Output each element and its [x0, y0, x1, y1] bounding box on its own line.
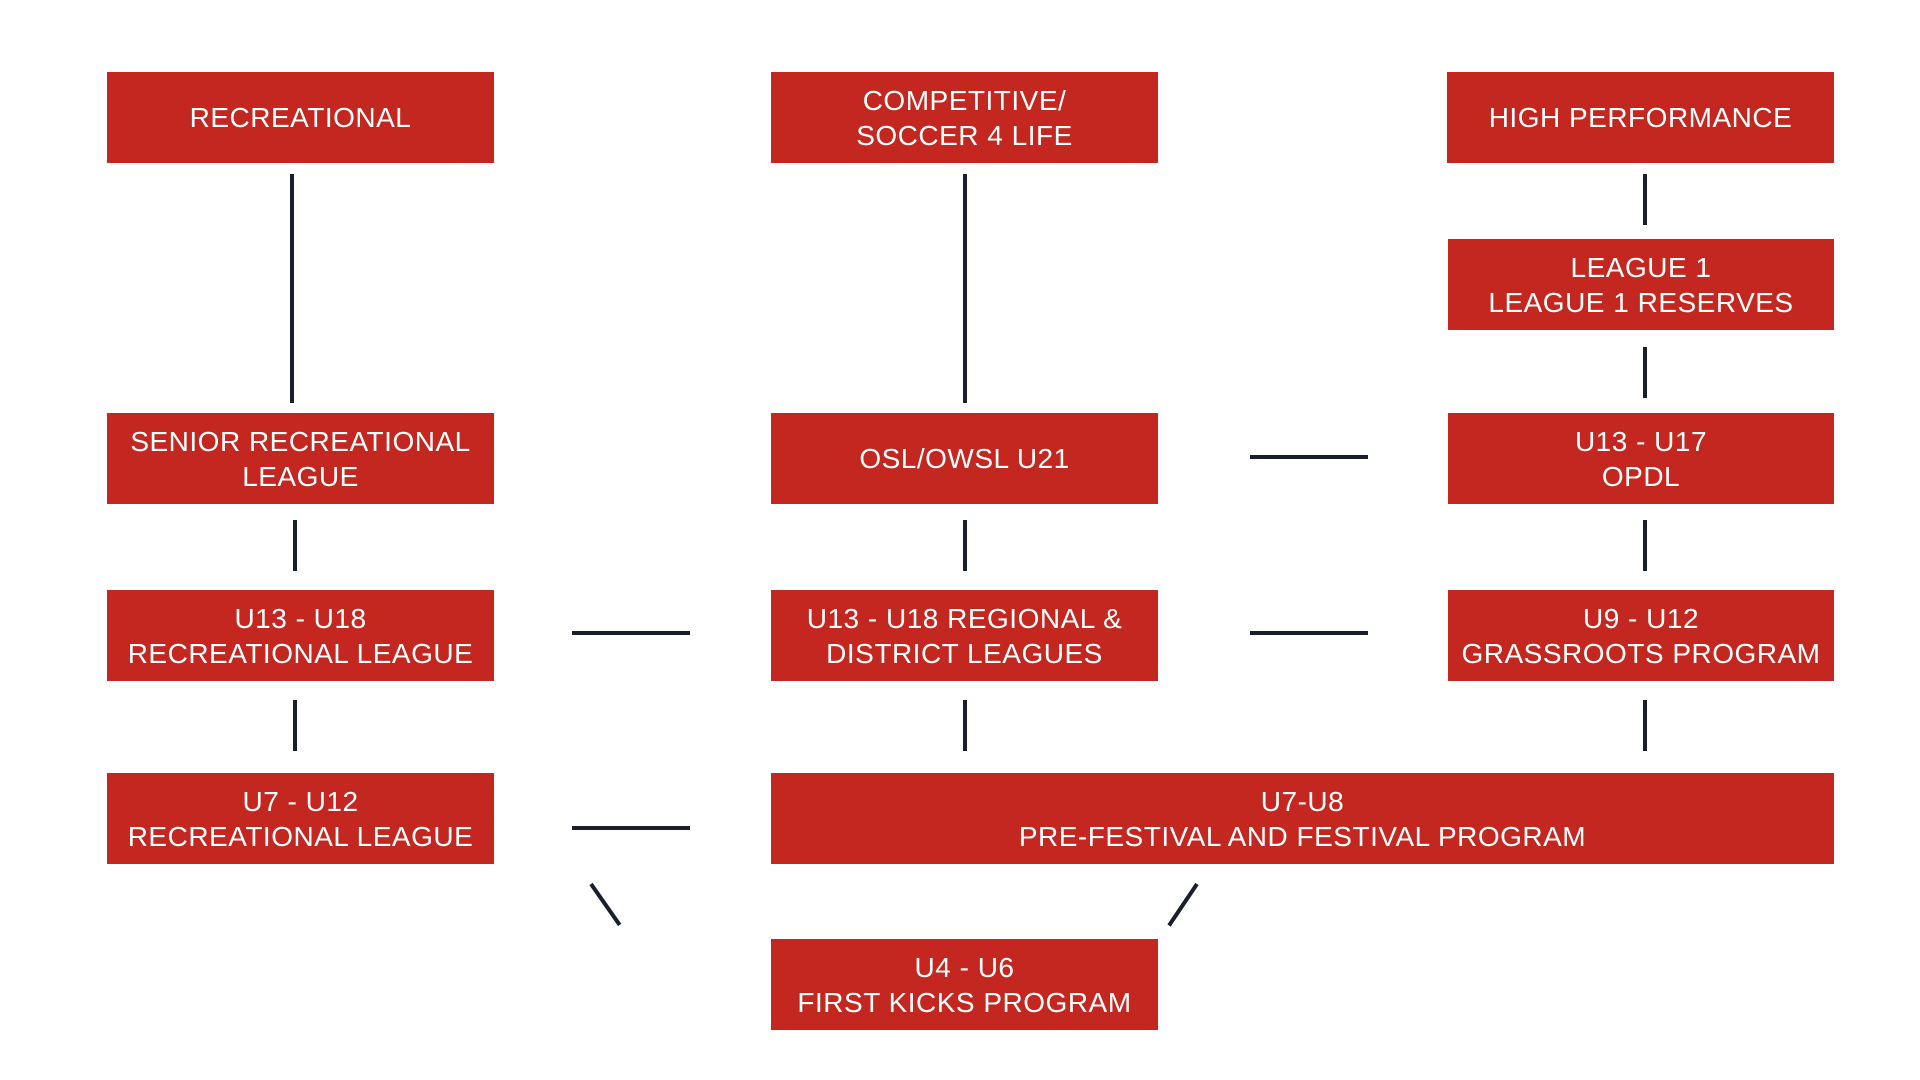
league1-line-2: LEAGUE 1 RESERVES: [1488, 286, 1794, 318]
u7-u8-festival-line-2: PRE-FESTIVAL AND FESTIVAL PROGRAM: [1018, 820, 1587, 852]
osl-owsl-line-1: OSL/OWSL U21: [859, 443, 1070, 474]
u7-u8-festival-line-1: U7-U8: [1260, 785, 1345, 817]
connector-u7rec-to-festival: [572, 826, 690, 830]
senior-recreational-box: SENIOR RECREATIONAL LEAGUE: [107, 413, 494, 504]
u13-u17-opdl-line-1: U13 - U17: [1574, 425, 1708, 457]
league1-line-1: LEAGUE 1: [1570, 251, 1712, 283]
osl-owsl-box: OSL/OWSL U21: [771, 413, 1158, 504]
connector-regional-to-festival: [963, 700, 967, 751]
u13-u18-recreational-line-2: RECREATIONAL LEAGUE: [127, 637, 474, 669]
u4-u6-first-kicks-box: U4 - U6 FIRST KICKS PROGRAM: [771, 939, 1158, 1030]
senior-recreational-line-2: LEAGUE: [242, 460, 359, 492]
connector-regional-to-grassroots: [1250, 631, 1368, 635]
connector-u7rec-to-firstkicks: [589, 882, 622, 927]
connector-u13rec-to-u7rec: [293, 700, 297, 751]
high-performance-box: HIGH PERFORMANCE: [1447, 72, 1834, 163]
u7-u12-recreational-line-1: U7 - U12: [242, 785, 359, 817]
senior-recreational-line-1: SENIOR RECREATIONAL: [130, 425, 471, 457]
u4-u6-first-kicks-line-2: FIRST KICKS PROGRAM: [797, 986, 1132, 1018]
connector-recreational-to-senior: [290, 174, 294, 403]
connector-grassroots-to-festival: [1643, 700, 1647, 751]
u7-u8-festival-box: U7-U8 PRE-FESTIVAL AND FESTIVAL PROGRAM: [771, 773, 1834, 864]
u9-u12-grassroots-line-1: U9 - U12: [1582, 602, 1700, 634]
u7-u12-recreational-line-2: RECREATIONAL LEAGUE: [127, 820, 474, 852]
connector-highperf-to-league1: [1643, 174, 1647, 225]
connector-league1-to-opdl: [1643, 347, 1647, 398]
competitive-line-1: COMPETITIVE/: [862, 84, 1067, 116]
connector-festival-to-firstkicks: [1167, 882, 1199, 927]
competitive-line-2: SOCCER 4 LIFE: [856, 119, 1073, 151]
connector-competitive-to-osl: [963, 174, 967, 403]
u9-u12-grassroots-box: U9 - U12 GRASSROOTS PROGRAM: [1448, 590, 1834, 681]
u13-u17-opdl-line-2: OPDL: [1601, 460, 1681, 492]
u13-u18-regional-line-1: U13 - U18 REGIONAL &: [806, 602, 1123, 634]
u13-u18-regional-box: U13 - U18 REGIONAL & DISTRICT LEAGUES: [771, 590, 1158, 681]
connector-osl-to-opdl: [1250, 455, 1368, 459]
u9-u12-grassroots-line-2: GRASSROOTS PROGRAM: [1461, 637, 1821, 669]
recreational-box: RECREATIONAL: [107, 72, 494, 163]
competitive-box: COMPETITIVE/ SOCCER 4 LIFE: [771, 72, 1158, 163]
connector-u13rec-to-regional: [572, 631, 690, 635]
u13-u18-recreational-line-1: U13 - U18: [234, 602, 367, 634]
u13-u17-opdl-box: U13 - U17 OPDL: [1448, 413, 1834, 504]
connector-osl-to-regional: [963, 520, 967, 571]
u13-u18-regional-line-2: DISTRICT LEAGUES: [826, 637, 1103, 669]
high-performance-line-1: HIGH PERFORMANCE: [1488, 102, 1793, 133]
connector-senior-to-u13rec: [293, 520, 297, 571]
recreational-line-1: RECREATIONAL: [189, 102, 412, 133]
league1-box: LEAGUE 1 LEAGUE 1 RESERVES: [1448, 239, 1834, 330]
u7-u12-recreational-box: U7 - U12 RECREATIONAL LEAGUE: [107, 773, 494, 864]
u4-u6-first-kicks-line-1: U4 - U6: [914, 951, 1015, 983]
u13-u18-recreational-box: U13 - U18 RECREATIONAL LEAGUE: [107, 590, 494, 681]
connector-opdl-to-grassroots: [1643, 520, 1647, 571]
